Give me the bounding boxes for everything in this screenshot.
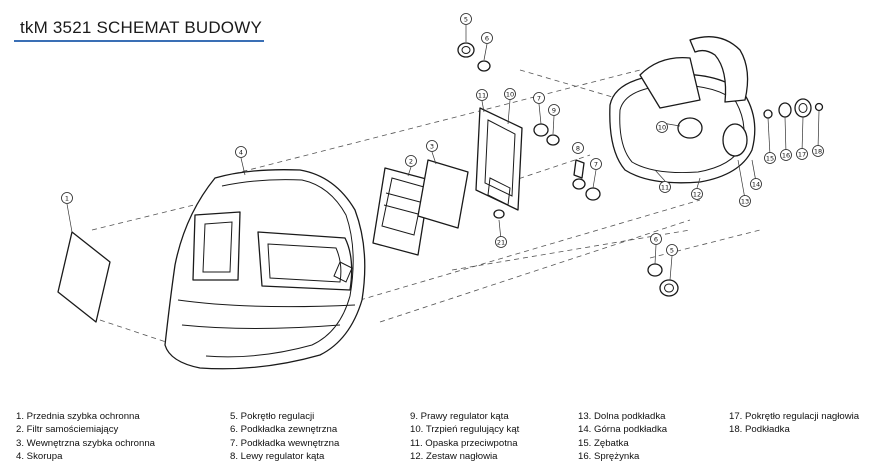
- svg-text:11: 11: [478, 91, 486, 99]
- svg-text:5: 5: [464, 15, 468, 23]
- svg-text:18: 18: [814, 147, 822, 155]
- callout-8: 8: [572, 142, 584, 154]
- callout-5-lower: 5: [666, 244, 678, 256]
- headgear-knob-parts: [763, 98, 824, 119]
- legend-item: 10. Trzpień regulujący kąt: [410, 424, 520, 436]
- legend-item: 12. Zestaw nagłowia: [410, 451, 498, 463]
- svg-text:10: 10: [506, 90, 514, 98]
- legend-column-1: 1. Przednia szybka ochronna 2. Filtr sam…: [16, 410, 155, 464]
- auto-darkening-filter: [372, 167, 431, 256]
- svg-text:7: 7: [594, 160, 598, 168]
- svg-text:6: 6: [485, 34, 489, 42]
- callout-5-upper: 5: [460, 13, 472, 25]
- upper-knob-assembly: [457, 42, 491, 72]
- callout-21: 21: [495, 236, 507, 248]
- legend-item: 1. Przednia szybka ochronna: [16, 411, 140, 422]
- callout-6-upper: 6: [481, 32, 493, 44]
- legend-item: 13. Dolna podkładka: [578, 411, 666, 422]
- callout-10-filter: 10: [504, 88, 516, 100]
- filter-holder: [475, 107, 523, 211]
- callout-18: 18: [812, 145, 824, 157]
- legend-item: 11. Opaska przeciwpotna: [410, 437, 518, 449]
- title-underline: [14, 40, 264, 42]
- legend-item: 5. Pokrętło regulacji: [230, 411, 315, 422]
- svg-text:2: 2: [409, 157, 413, 165]
- helmet-shell: [164, 169, 366, 370]
- callout-3: 3: [426, 140, 438, 152]
- inner-cover-lens: [417, 159, 469, 229]
- legend-item: 6. Podkładka zewnętrzna: [230, 424, 338, 436]
- callout-4: 4: [235, 146, 247, 158]
- legend-item: 3. Wewnętrzna szybka ochronna: [16, 437, 156, 449]
- legend-column-2: 5. Pokrętło regulacji 6. Podkładka zewnę…: [230, 410, 339, 464]
- exploded-diagram: 1 4 2 3 5 6 11 10 7 9 8 7 21 6 5 10 11 1…: [57, 13, 824, 370]
- legend-column-4: 13. Dolna podkładka 14. Górna podkładka …: [578, 410, 667, 464]
- legend-item: 17. Pokrętło regulacji nagłowia: [729, 411, 860, 422]
- legend-item: 16. Sprężynka: [578, 451, 640, 463]
- svg-text:21: 21: [497, 238, 505, 246]
- callout-7-lower: 7: [590, 158, 602, 170]
- legend-item: 4. Skorupa: [16, 451, 63, 463]
- lower-knob-assembly: [647, 263, 679, 297]
- svg-text:15: 15: [766, 154, 774, 162]
- legend-column-3: 9. Prawy regulator kąta 10. Trzpień regu…: [410, 410, 519, 464]
- headgear-assembly: [609, 36, 756, 184]
- svg-text:8: 8: [576, 144, 580, 152]
- callout-10: 10: [656, 121, 668, 133]
- svg-text:14: 14: [752, 180, 760, 188]
- callout-16: 16: [780, 149, 792, 161]
- legend-item: 15. Zębatka: [578, 437, 629, 449]
- svg-text:11: 11: [661, 183, 669, 191]
- callout-12: 12: [691, 188, 703, 200]
- svg-text:9: 9: [552, 106, 556, 114]
- svg-text:12: 12: [693, 190, 701, 198]
- callout-11: 11: [659, 181, 671, 193]
- callout-9: 9: [548, 104, 560, 116]
- legend-column-5: 17. Pokrętło regulacji nagłowia 18. Podk…: [729, 410, 859, 437]
- legend-item: 18. Podkładka: [729, 424, 790, 436]
- callout-15: 15: [764, 152, 776, 164]
- legend-item: 14. Górna podkładka: [578, 424, 668, 436]
- svg-text:4: 4: [239, 148, 243, 156]
- callout-6-lower: 6: [650, 233, 662, 245]
- svg-text:13: 13: [741, 197, 749, 205]
- svg-text:17: 17: [798, 150, 806, 158]
- callout-14: 14: [750, 178, 762, 190]
- legend-item: 2. Filtr samościemiający: [16, 424, 119, 436]
- callout-13: 13: [739, 195, 751, 207]
- callout-labels: 1 4 2 3 5 6 11 10 7 9 8 7 21 6 5 10 11 1…: [61, 13, 824, 256]
- legend-item: 8. Lewy regulator kąta: [230, 451, 325, 463]
- legend-item: 7. Podkładka wewnętrzna: [230, 437, 340, 449]
- svg-text:3: 3: [430, 142, 434, 150]
- callout-17: 17: [796, 148, 808, 160]
- callout-11-filter: 11: [476, 89, 488, 101]
- callout-7-upper: 7: [533, 92, 545, 104]
- svg-text:1: 1: [65, 194, 69, 202]
- svg-text:6: 6: [654, 235, 658, 243]
- callout-2: 2: [405, 155, 417, 167]
- callout-1: 1: [61, 192, 73, 204]
- diagram-title: tkM 3521 SCHEMAT BUDOWY: [20, 18, 263, 37]
- legend-item: 9. Prawy regulator kąta: [410, 411, 509, 422]
- svg-text:10: 10: [658, 123, 666, 131]
- front-cover-lens: [57, 231, 111, 323]
- svg-text:5: 5: [670, 246, 674, 254]
- svg-text:7: 7: [537, 94, 541, 102]
- svg-text:16: 16: [782, 151, 790, 159]
